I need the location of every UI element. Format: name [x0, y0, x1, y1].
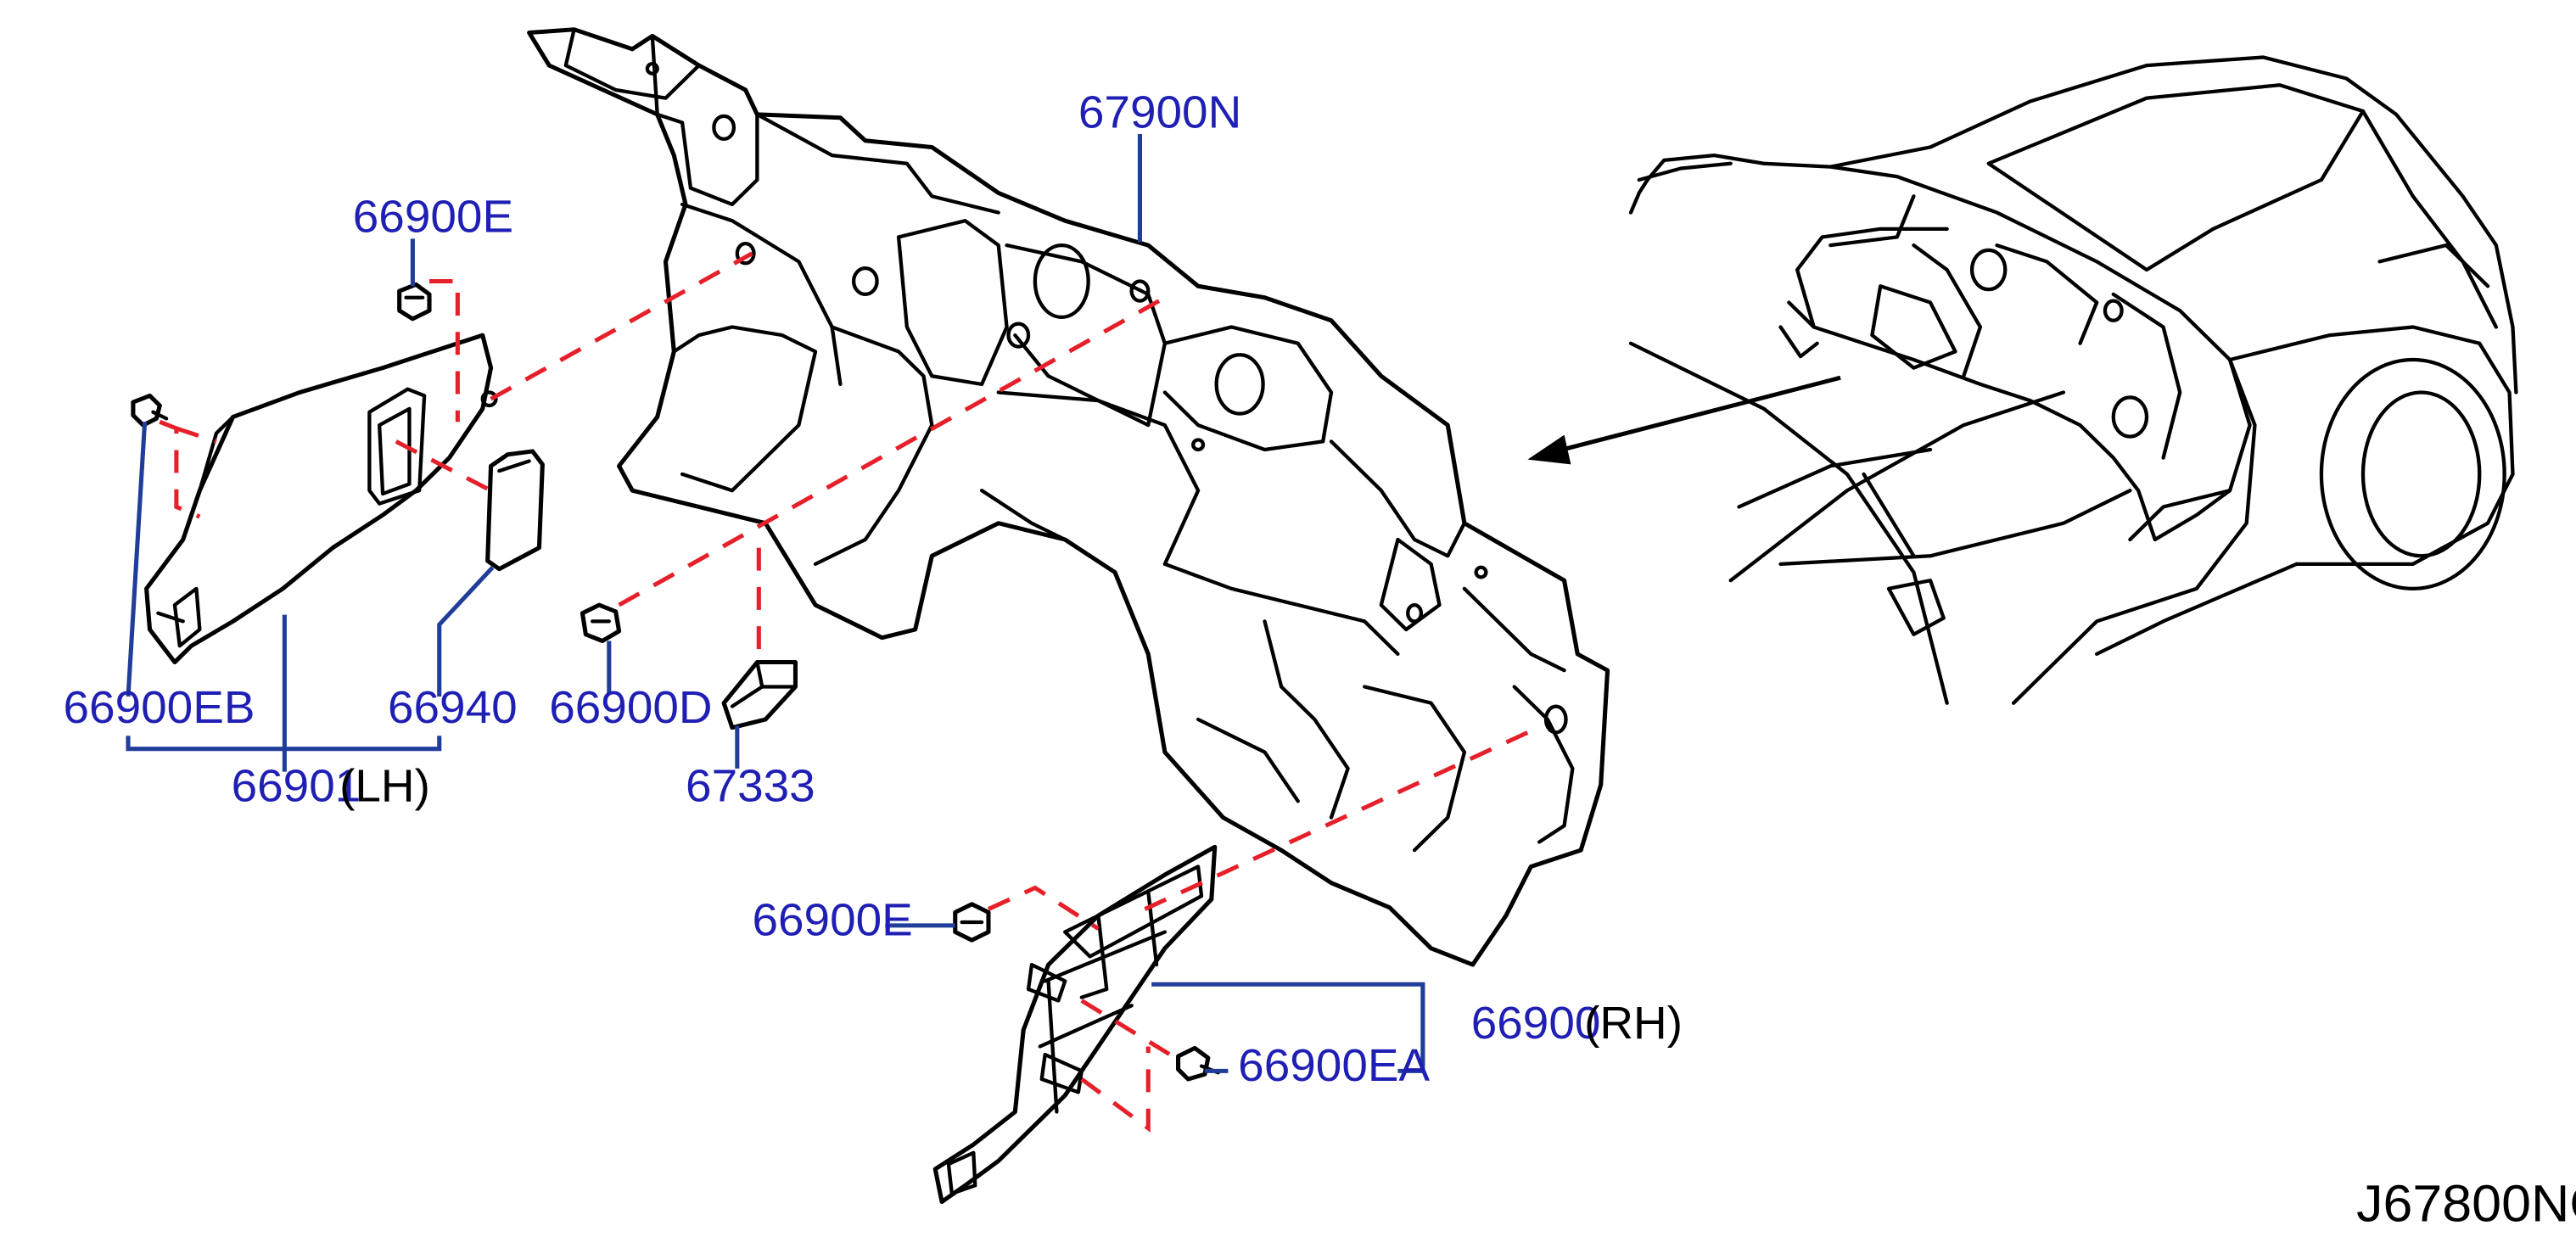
clip-66900d: [580, 602, 622, 643]
label-66900eb: 66900EB: [64, 681, 255, 732]
label-66901: 66901: [232, 760, 361, 811]
leader-lines: [126, 134, 1425, 1073]
vehicle-overview: [1628, 55, 2518, 705]
dash-panel-67900n: [527, 27, 1610, 967]
label-66900e-top: 66900E: [353, 191, 513, 242]
clip-66900e-top: [397, 282, 432, 322]
lh-kick-panel-66901: [144, 333, 498, 665]
view-arrow: [1527, 375, 1841, 465]
label-66940: 66940: [388, 681, 518, 732]
pad-67333: [721, 660, 798, 730]
dashed-guides: [159, 251, 1529, 1133]
label-66900: 66900: [1471, 997, 1601, 1048]
label-66901-side: (LH): [339, 760, 430, 811]
drawing-code: J67800NC: [2356, 1175, 2576, 1233]
label-66900-side: (RH): [1584, 997, 1683, 1048]
rh-kick-panel-66900: [932, 844, 1218, 1205]
label-66900d: 66900D: [549, 681, 712, 732]
label-66900ea: 66900EA: [1238, 1039, 1431, 1090]
clip-66900ea: [1176, 1045, 1220, 1082]
label-67900n: 67900N: [1078, 87, 1241, 137]
cover-66940: [485, 449, 545, 572]
label-66900e-bottom: 66900E: [752, 894, 912, 945]
clip-66900eb: [131, 393, 169, 428]
clip-66900e-bottom: [953, 902, 991, 943]
label-67333: 67333: [686, 760, 815, 811]
